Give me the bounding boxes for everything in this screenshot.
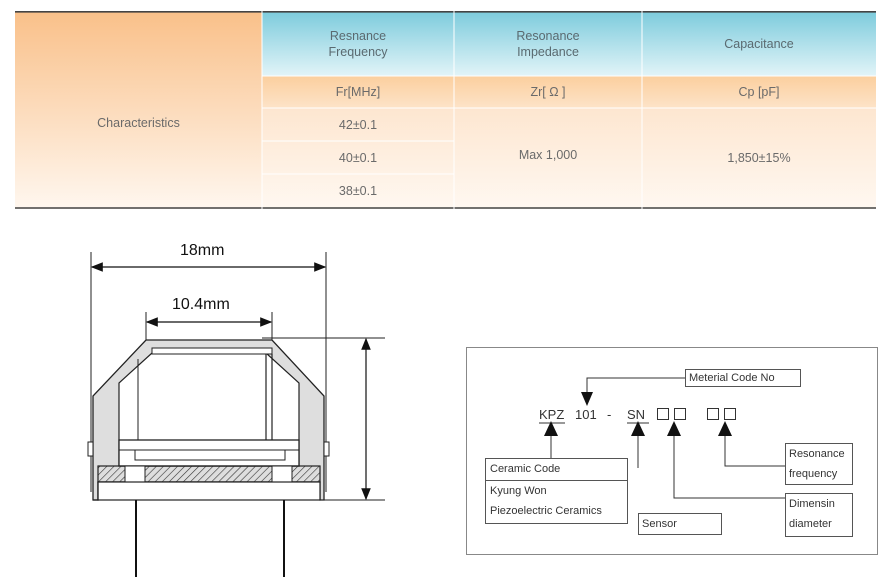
unit-capacitance: Cp [pF] [738, 85, 780, 99]
base-plate [97, 465, 321, 483]
material-code-label: Meterial Code No [689, 372, 775, 384]
housing-cavity [118, 352, 300, 467]
spec-table: Characteristics Resnance Frequency Reson… [15, 11, 876, 209]
unit-frequency: Fr[MHz] [335, 85, 381, 99]
code-slot-3 [707, 408, 719, 420]
resonance-label-1: Resonance [789, 448, 845, 460]
ceramic-code-box: Ceramic Code Kyung Won Piezoelectric Cer… [485, 458, 628, 524]
inner-width-label: 10.4mm [172, 296, 230, 313]
dimension-label-1: Dimensin [789, 498, 835, 510]
frequency-value-42: 42±0.1 [338, 117, 378, 132]
code-slot-2 [674, 408, 686, 420]
ceramic-code-label: Ceramic Code [486, 459, 627, 481]
piezo-element [118, 439, 300, 467]
maker-line-2: Piezoelectric Ceramics [490, 505, 602, 517]
code-dash: - [607, 407, 612, 422]
frequency-value-40: 40±0.1 [338, 150, 378, 165]
code-prefix: KPZ [539, 407, 565, 422]
header-resonance-frequency: Resnance Frequency [328, 28, 388, 59]
outer-width-label: 18mm [180, 242, 225, 259]
dimension-label-2: diameter [789, 518, 832, 530]
sensor-label: Sensor [642, 518, 677, 530]
row-header-characteristics: Characteristics [97, 115, 180, 130]
impedance-value: Max 1,000 [518, 148, 578, 162]
header-capacitance: Capacitance [724, 36, 794, 51]
frequency-value-38: 38±0.1 [338, 184, 378, 198]
dimension-diameter-box: Dimensin diameter [785, 493, 853, 537]
code-slot-4 [724, 408, 736, 420]
code-slot-1 [657, 408, 669, 420]
resonance-frequency-box: Resonance frequency [785, 443, 853, 485]
capacitance-value: 1,850±15% [727, 151, 791, 165]
part-code-diagram: Meterial Code No KPZ 101 - SN Ceramic Co… [466, 347, 878, 555]
unit-impedance: Zr[ Ω ] [530, 85, 566, 99]
sensor-box: Sensor [638, 513, 722, 535]
spec-table-background [15, 11, 876, 209]
code-number: 101 [575, 407, 597, 422]
code-sensor: SN [627, 407, 646, 422]
maker-line-1: Kyung Won [490, 485, 547, 497]
header-resonance-impedance: Resonance Impedance [516, 28, 580, 59]
resonance-label-2: frequency [789, 468, 838, 480]
housing-body [92, 339, 325, 501]
material-code-box: Meterial Code No [685, 369, 801, 387]
